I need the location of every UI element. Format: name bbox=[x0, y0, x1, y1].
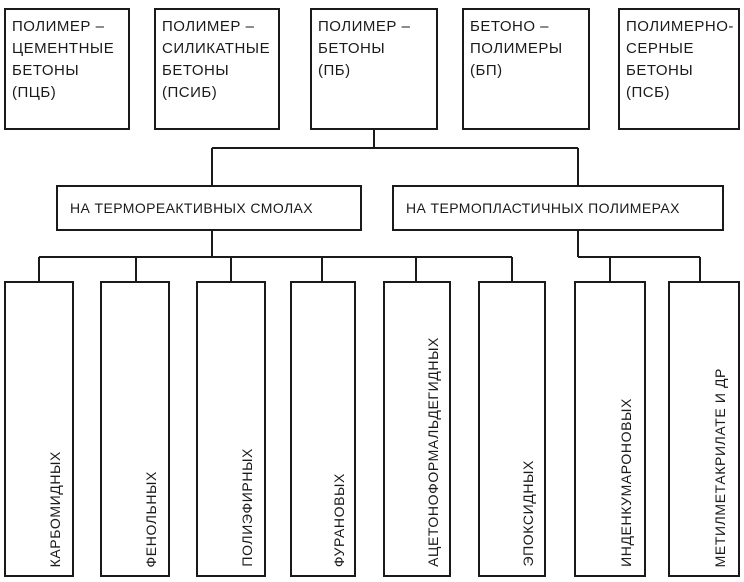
kind-box-phenolic: ФЕНОЛЬНЫХ bbox=[100, 281, 170, 577]
type-psib-line-3: БЕТОНЫ bbox=[162, 62, 230, 79]
kind-box-acetone-formaldehyde: АЦЕТОНОФОРМАЛЬДЕГИДНЫХ bbox=[383, 281, 451, 577]
type-psb-line-1: ПОЛИМЕРНО- bbox=[626, 18, 734, 35]
type-box-psib: ПОЛИМЕР – СИЛИКАТНЫЕ БЕТОНЫ (ПСИБ) bbox=[154, 8, 280, 130]
kind-box-epoxy: ЭПОКСИДНЫХ bbox=[478, 281, 546, 577]
type-pcb-line-3: БЕТОНЫ bbox=[12, 62, 80, 79]
kind-furan-label: ФУРАНОВЫХ bbox=[331, 472, 347, 567]
type-bp-line-2: ПОЛИМЕРЫ bbox=[470, 40, 563, 57]
group-box-thermoplastic: НА ТЕРМОПЛАСТИЧНЫХ ПОЛИМЕРАХ bbox=[392, 185, 724, 231]
type-box-pcb: ПОЛИМЕР – ЦЕМЕНТНЫЕ БЕТОНЫ (ПЦБ) bbox=[4, 8, 130, 130]
type-psb-line-3: БЕТОНЫ bbox=[626, 62, 694, 79]
kind-phenolic-label: ФЕНОЛЬНЫХ bbox=[143, 470, 159, 567]
kind-box-indene-coumarone: ИНДЕНКУМАРОНОВЫХ bbox=[574, 281, 646, 577]
kind-methyl-methacrylate-label: МЕТИЛМЕТАКРИЛАТЕ И ДР bbox=[712, 367, 728, 567]
kind-polyester-label: ПОЛИЭФИРНЫХ bbox=[239, 448, 255, 567]
type-pb-line-2: БЕТОНЫ bbox=[318, 40, 386, 57]
kind-acetone-formaldehyde-label: АЦЕТОНОФОРМАЛЬДЕГИДНЫХ bbox=[425, 337, 441, 567]
type-box-bp: БЕТОНО – ПОЛИМЕРЫ (БП) bbox=[462, 8, 590, 130]
type-bp-line-1: БЕТОНО – bbox=[470, 18, 550, 35]
kind-box-methyl-methacrylate: МЕТИЛМЕТАКРИЛАТЕ И ДР bbox=[668, 281, 740, 577]
group-thermosetting-label: НА ТЕРМОРЕАКТИВНЫХ СМОЛАХ bbox=[70, 200, 314, 216]
type-psb-line-2: СЕРНЫЕ bbox=[626, 40, 694, 57]
kind-indene-coumarone-label: ИНДЕНКУМАРОНОВЫХ bbox=[618, 398, 634, 567]
type-psib-line-1: ПОЛИМЕР – bbox=[162, 18, 255, 35]
group-box-thermosetting: НА ТЕРМОРЕАКТИВНЫХ СМОЛАХ bbox=[56, 185, 362, 231]
type-box-pb: ПОЛИМЕР – БЕТОНЫ (ПБ) bbox=[310, 8, 438, 130]
type-pcb-line-2: ЦЕМЕНТНЫЕ bbox=[12, 40, 115, 57]
kind-box-furan: ФУРАНОВЫХ bbox=[290, 281, 356, 577]
kind-carbamide-label: КАРБОМИДНЫХ bbox=[47, 450, 63, 567]
type-box-psb: ПОЛИМЕРНО- СЕРНЫЕ БЕТОНЫ (ПСБ) bbox=[618, 8, 740, 130]
type-pb-line-1: ПОЛИМЕР – bbox=[318, 18, 411, 35]
kind-box-polyester: ПОЛИЭФИРНЫХ bbox=[196, 281, 266, 577]
kind-epoxy-label: ЭПОКСИДНЫХ bbox=[520, 460, 536, 567]
type-psib-line-4: (ПСИБ) bbox=[162, 84, 218, 101]
type-pcb-line-4: (ПЦБ) bbox=[12, 84, 57, 101]
type-bp-line-3: (БП) bbox=[470, 62, 503, 79]
type-pcb-line-1: ПОЛИМЕР – bbox=[12, 18, 105, 35]
type-psb-line-4: (ПСБ) bbox=[626, 84, 670, 101]
type-psib-line-2: СИЛИКАТНЫЕ bbox=[162, 40, 271, 57]
type-pb-line-3: (ПБ) bbox=[318, 62, 351, 79]
kind-box-carbamide: КАРБОМИДНЫХ bbox=[4, 281, 74, 577]
group-thermoplastic-label: НА ТЕРМОПЛАСТИЧНЫХ ПОЛИМЕРАХ bbox=[406, 200, 680, 216]
